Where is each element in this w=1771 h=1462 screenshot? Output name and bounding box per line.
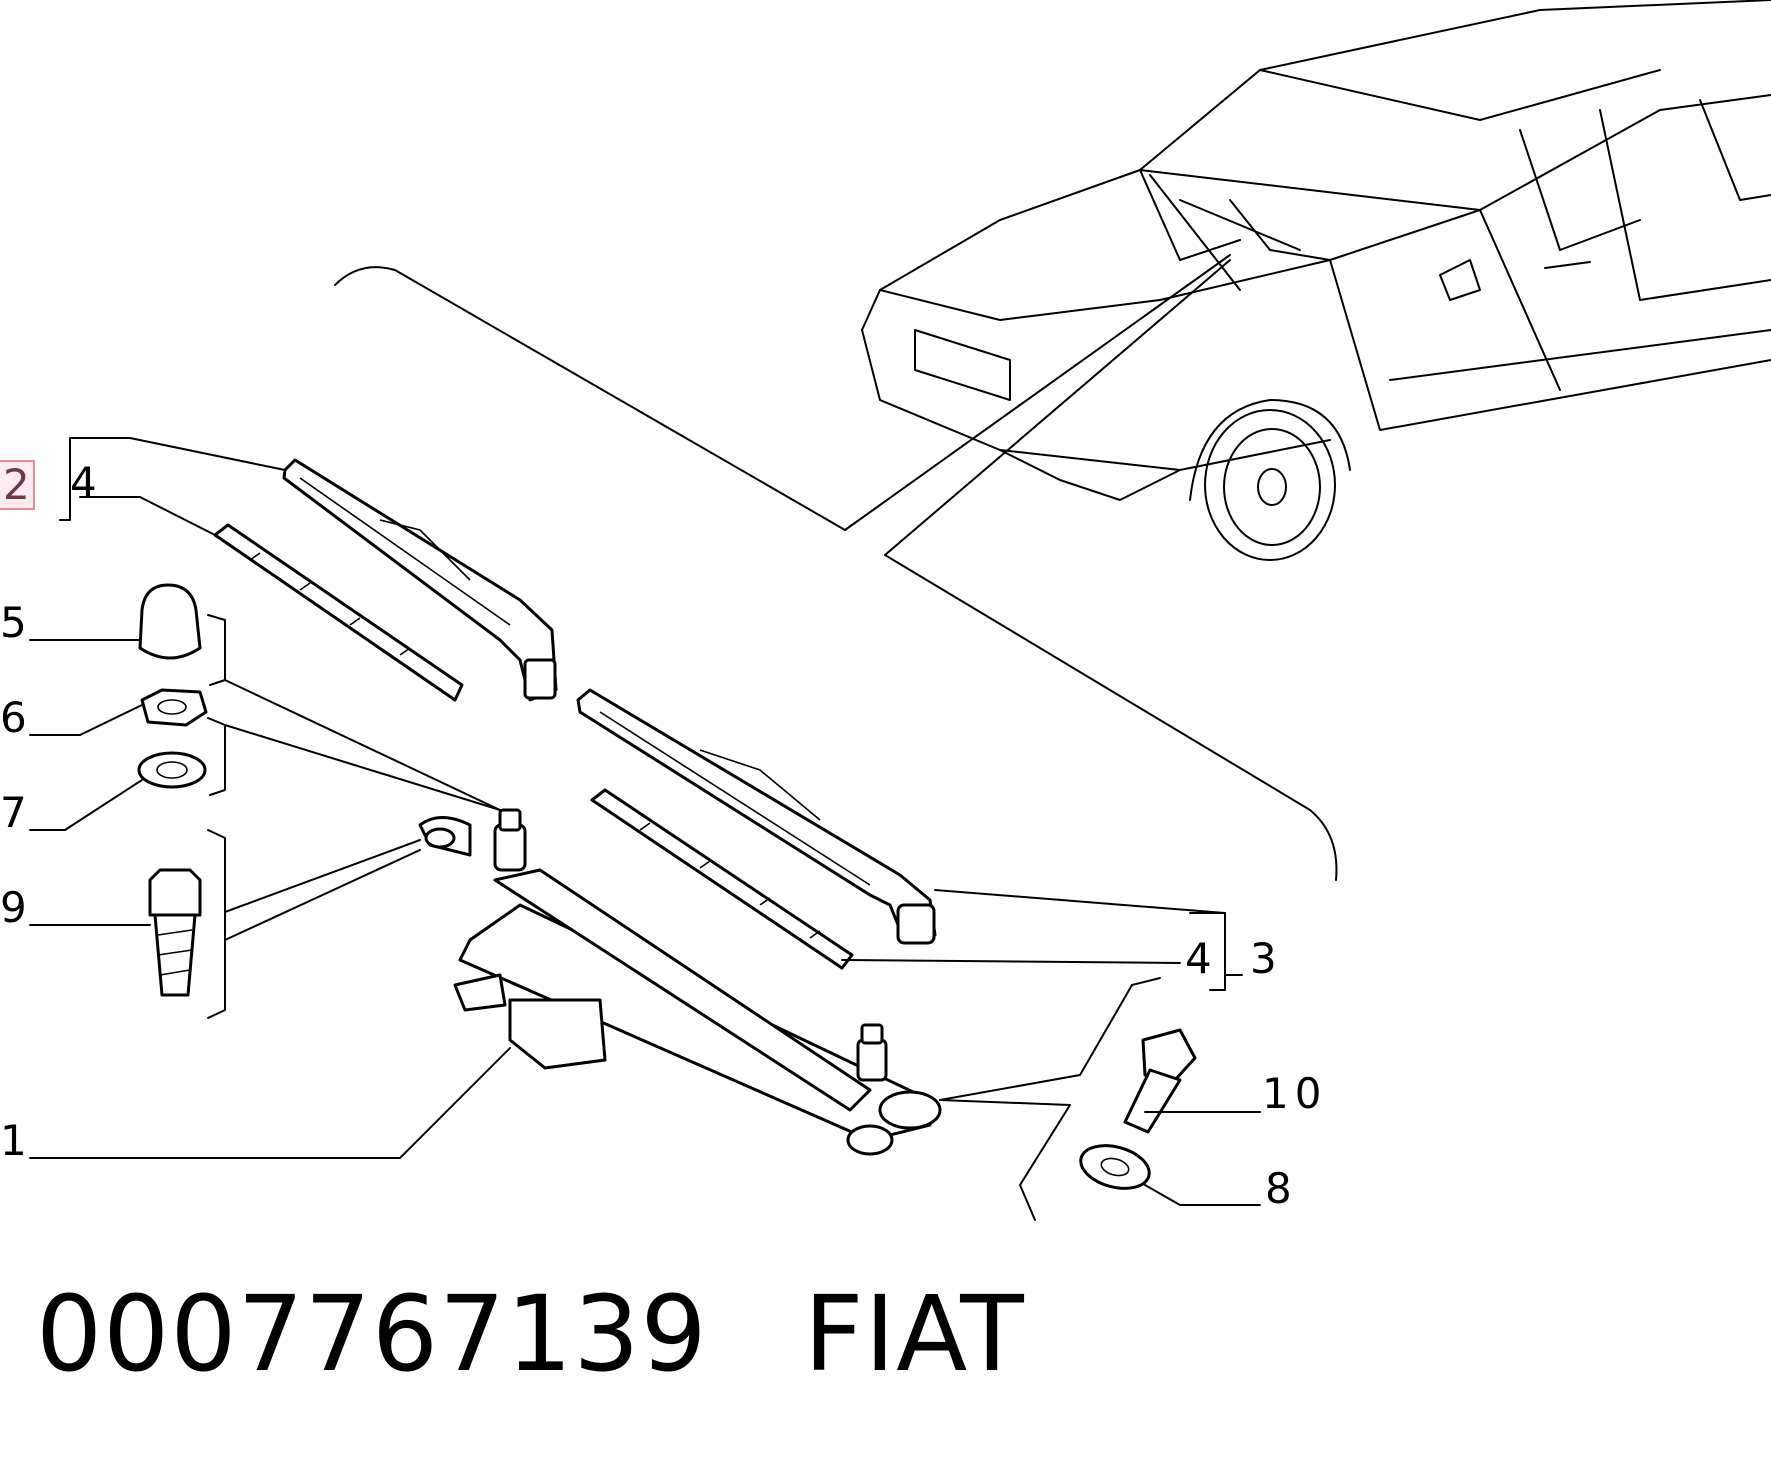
- car-illustration: [861, 0, 1771, 561]
- wiper-linkage-assembly: [418, 808, 942, 1156]
- callout-8: 8: [1265, 1164, 1292, 1213]
- callout-3: 3: [1250, 934, 1277, 983]
- zoom-lines: [334, 254, 1338, 881]
- right-wiper-blade: [590, 788, 854, 970]
- callout-10: 10: [1262, 1069, 1328, 1118]
- brackets: [59, 437, 1243, 1221]
- callout-9: 9: [0, 883, 27, 932]
- left-wiper-blade: [213, 523, 464, 702]
- part-number: 0007767139: [36, 1273, 708, 1395]
- callout-5: 5: [0, 598, 27, 647]
- hardware-parts: [137, 583, 1197, 1190]
- left-wiper-arm: [282, 458, 558, 702]
- callout-6: 6: [0, 693, 27, 742]
- callout-4-upper: 4: [70, 458, 97, 507]
- callout-7: 7: [0, 788, 27, 837]
- right-wiper-arm: [576, 688, 937, 945]
- brand-name: FIAT: [803, 1273, 1025, 1395]
- callout-1: 1: [0, 1116, 27, 1165]
- leader-lines: [29, 639, 1261, 1206]
- callout-2: 2: [0, 460, 35, 510]
- callout-4-lower: 4: [1185, 934, 1212, 983]
